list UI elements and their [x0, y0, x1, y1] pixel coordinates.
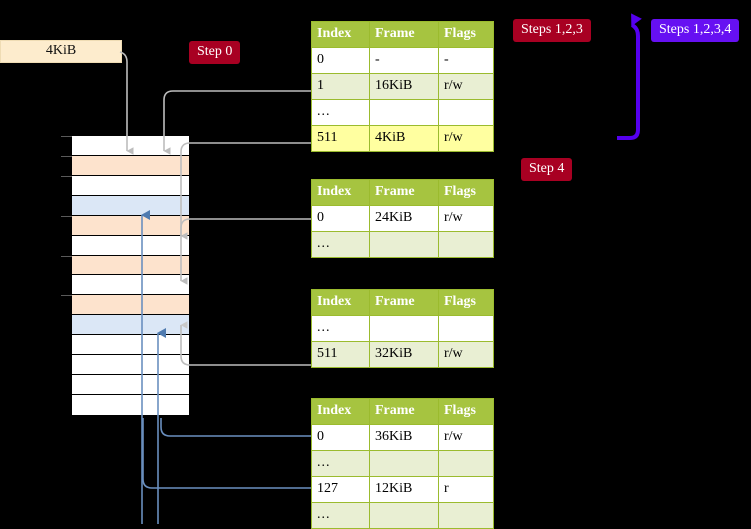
memory-row-tick: [61, 175, 72, 177]
column-header-index: Index: [311, 21, 370, 48]
memory-frame-row[interactable]: [72, 335, 189, 356]
cell-index: ...: [311, 231, 370, 258]
memory-row-tick: [61, 136, 72, 137]
cell-frame: 24KiB: [369, 205, 439, 232]
cell-frame: 36KiB: [369, 424, 439, 451]
cell-frame: [369, 231, 439, 258]
steps-123-badge: Steps 1,2,3: [513, 19, 591, 42]
table-row[interactable]: ...: [311, 99, 494, 126]
memory-frame-row[interactable]: [72, 315, 189, 336]
cell-frame: [369, 450, 439, 477]
memory-row-tick: [61, 155, 72, 157]
memory-frame-row[interactable]: [61, 175, 189, 196]
purple-step-arrow: [617, 13, 642, 140]
table-row[interactable]: 0--: [311, 47, 494, 74]
memory-frame-row[interactable]: [72, 394, 189, 415]
cell-flags: r/w: [438, 73, 494, 100]
cell-index: 511: [311, 341, 370, 368]
cell-index: 0: [311, 47, 370, 74]
memory-row-tick: [61, 255, 72, 257]
cell-frame: 16KiB: [369, 73, 439, 100]
column-header-index: Index: [311, 289, 370, 316]
steps-1234-badge: Steps 1,2,3,4: [651, 19, 740, 42]
cell-index: 0: [311, 205, 370, 232]
step-0-badge: Step 0: [189, 41, 241, 64]
cell-frame: [369, 315, 439, 342]
cell-flags: -: [438, 47, 494, 74]
cell-flags: r: [438, 476, 494, 503]
cell-index: ...: [311, 450, 370, 477]
memory-frame-row[interactable]: [61, 155, 189, 176]
cell-index: ...: [311, 315, 370, 342]
memory-frame-row[interactable]: [72, 275, 189, 296]
memory-frame-row[interactable]: [72, 355, 189, 376]
cell-flags: [438, 315, 494, 342]
memory-frame-row[interactable]: [61, 295, 189, 316]
memory-frame-row[interactable]: [72, 235, 189, 256]
cell-index: ...: [311, 502, 370, 529]
column-header-flags: Flags: [438, 398, 494, 425]
cell-frame: 32KiB: [369, 341, 439, 368]
cell-index: 0: [311, 424, 370, 451]
cell-frame: [369, 99, 439, 126]
memory-frame-row[interactable]: [61, 136, 189, 156]
cell-frame: 4KiB: [369, 125, 439, 152]
physical-memory-column: [61, 135, 190, 415]
cell-index: 1: [311, 73, 370, 100]
table-row[interactable]: ...: [311, 450, 494, 477]
memory-frame-row[interactable]: [61, 255, 189, 276]
cell-flags: r/w: [438, 205, 494, 232]
cell-flags: [438, 502, 494, 529]
memory-frame-row[interactable]: [72, 375, 189, 395]
memory-row-tick: [61, 295, 72, 297]
memory-frame-row[interactable]: [61, 215, 189, 236]
memory-row-tick: [61, 215, 72, 217]
memory-frame-row[interactable]: [72, 195, 189, 216]
cell-flags: [438, 99, 494, 126]
cell-flags: r/w: [438, 125, 494, 152]
column-header-frame: Frame: [369, 179, 439, 206]
cell-frame: 12KiB: [369, 476, 439, 503]
column-header-flags: Flags: [438, 21, 494, 48]
cell-flags: r/w: [438, 424, 494, 451]
table-row[interactable]: ...: [311, 231, 494, 258]
table-row[interactable]: ...: [311, 502, 494, 529]
column-header-frame: Frame: [369, 21, 439, 48]
step-4-badge: Step 4: [521, 158, 573, 181]
column-header-frame: Frame: [369, 398, 439, 425]
column-header-frame: Frame: [369, 289, 439, 316]
column-header-index: Index: [311, 179, 370, 206]
cell-frame: [369, 502, 439, 529]
cell-flags: r/w: [438, 341, 494, 368]
cell-index: ...: [311, 99, 370, 126]
page-size-box: 4KiB: [0, 40, 122, 63]
cell-index: 127: [311, 476, 370, 503]
cell-flags: [438, 450, 494, 477]
column-header-flags: Flags: [438, 289, 494, 316]
column-header-flags: Flags: [438, 179, 494, 206]
table-row[interactable]: ...: [311, 315, 494, 342]
column-header-index: Index: [311, 398, 370, 425]
cell-index: 511: [311, 125, 370, 152]
cell-frame: -: [369, 47, 439, 74]
cell-flags: [438, 231, 494, 258]
